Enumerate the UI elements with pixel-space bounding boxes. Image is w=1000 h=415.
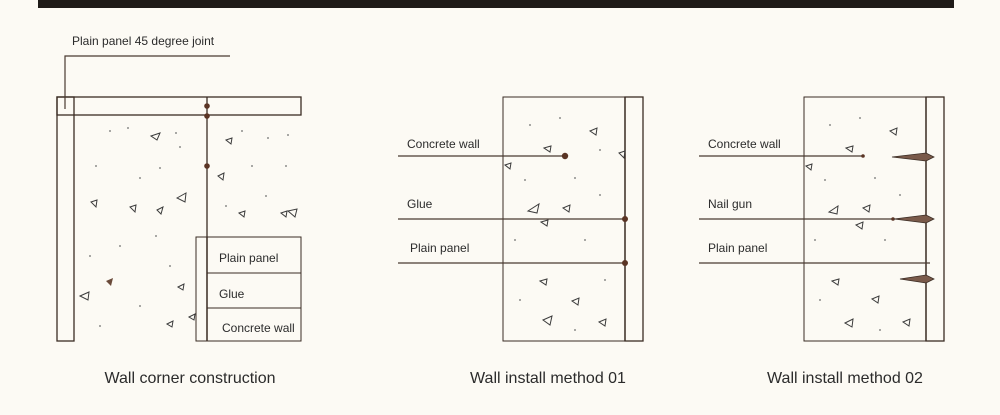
label-plain-panel: Plain panel: [410, 241, 469, 255]
concrete-texture: [804, 117, 911, 331]
caption-method-02: Wall install method 02: [767, 370, 923, 387]
nail-icon: [891, 152, 935, 162]
label-nail-gun: Nail gun: [708, 197, 752, 211]
top-hatched-panel: [56, 96, 302, 116]
layer-label-plain-panel: Plain panel: [219, 251, 278, 265]
layer-label-glue: Glue: [219, 287, 245, 301]
label-glue: Glue: [407, 197, 433, 211]
concrete-texture: [78, 127, 298, 328]
nail-icon: [893, 214, 935, 224]
top-label-leader: [64, 55, 230, 109]
layer-label-concrete-wall: Concrete wall: [222, 321, 295, 335]
nail-icon: [899, 274, 935, 284]
caption-method-01: Wall install method 01: [470, 370, 626, 387]
label-plain-panel: Plain panel: [708, 241, 767, 255]
install-method-01-diagram: Concrete wall Glue Plain panel: [398, 96, 644, 387]
left-hatched-panel: [56, 96, 75, 342]
label-concrete-wall: Concrete wall: [708, 137, 781, 151]
concrete-texture: [503, 117, 626, 331]
wall-corner-diagram: Plain panel 45 degree joint Plain panel …: [56, 34, 302, 387]
caption-wall-corner: Wall corner construction: [104, 370, 275, 387]
install-method-02-diagram: Concrete wall Nail gun Plain panel Wall …: [699, 96, 945, 387]
top-label: Plain panel 45 degree joint: [72, 34, 215, 48]
top-banner-bar: [38, 0, 954, 8]
label-concrete-wall: Concrete wall: [407, 137, 480, 151]
